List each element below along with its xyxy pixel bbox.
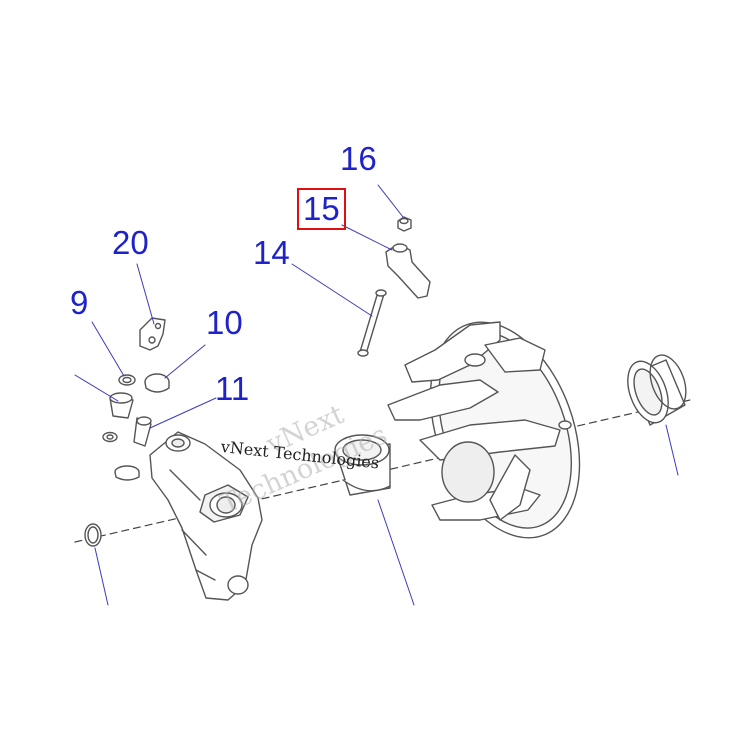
callout-9[interactable]: 9 xyxy=(70,284,89,321)
bushing-part xyxy=(109,392,134,419)
leader-16 xyxy=(377,184,404,218)
leader-left-bottom xyxy=(94,547,109,606)
callout-15-highlighted[interactable]: 15 xyxy=(297,188,346,230)
bracket-part xyxy=(139,317,166,351)
cap-part xyxy=(144,373,170,393)
leader-20 xyxy=(136,263,155,325)
spider-arm-part xyxy=(149,431,263,601)
leader-15 xyxy=(341,224,393,251)
callout-11[interactable]: 11 xyxy=(215,370,250,407)
leader-11 xyxy=(149,397,217,429)
callout-20[interactable]: 20 xyxy=(112,224,149,261)
movable-sheave-part xyxy=(387,321,581,539)
leader-center-bottom xyxy=(377,499,415,606)
washer-part xyxy=(118,374,136,386)
callout-16[interactable]: 16 xyxy=(340,140,377,177)
leader-10 xyxy=(164,344,206,379)
roller-bushing-part xyxy=(334,434,391,496)
pin-sleeve-part xyxy=(133,416,152,447)
flyweight-part xyxy=(385,243,431,299)
small-cap-part xyxy=(114,465,140,481)
bolt-part xyxy=(357,289,387,357)
callout-10[interactable]: 10 xyxy=(206,304,243,341)
leader-right-bottom xyxy=(665,424,679,476)
leader-11-left xyxy=(74,374,119,402)
callout-14[interactable]: 14 xyxy=(253,234,290,271)
leader-9 xyxy=(91,321,125,377)
small-washer-part xyxy=(102,431,118,443)
o-ring-part xyxy=(84,523,102,547)
sheave-bushing-part xyxy=(627,354,687,426)
nut-part xyxy=(397,216,412,232)
leader-14 xyxy=(291,263,373,317)
